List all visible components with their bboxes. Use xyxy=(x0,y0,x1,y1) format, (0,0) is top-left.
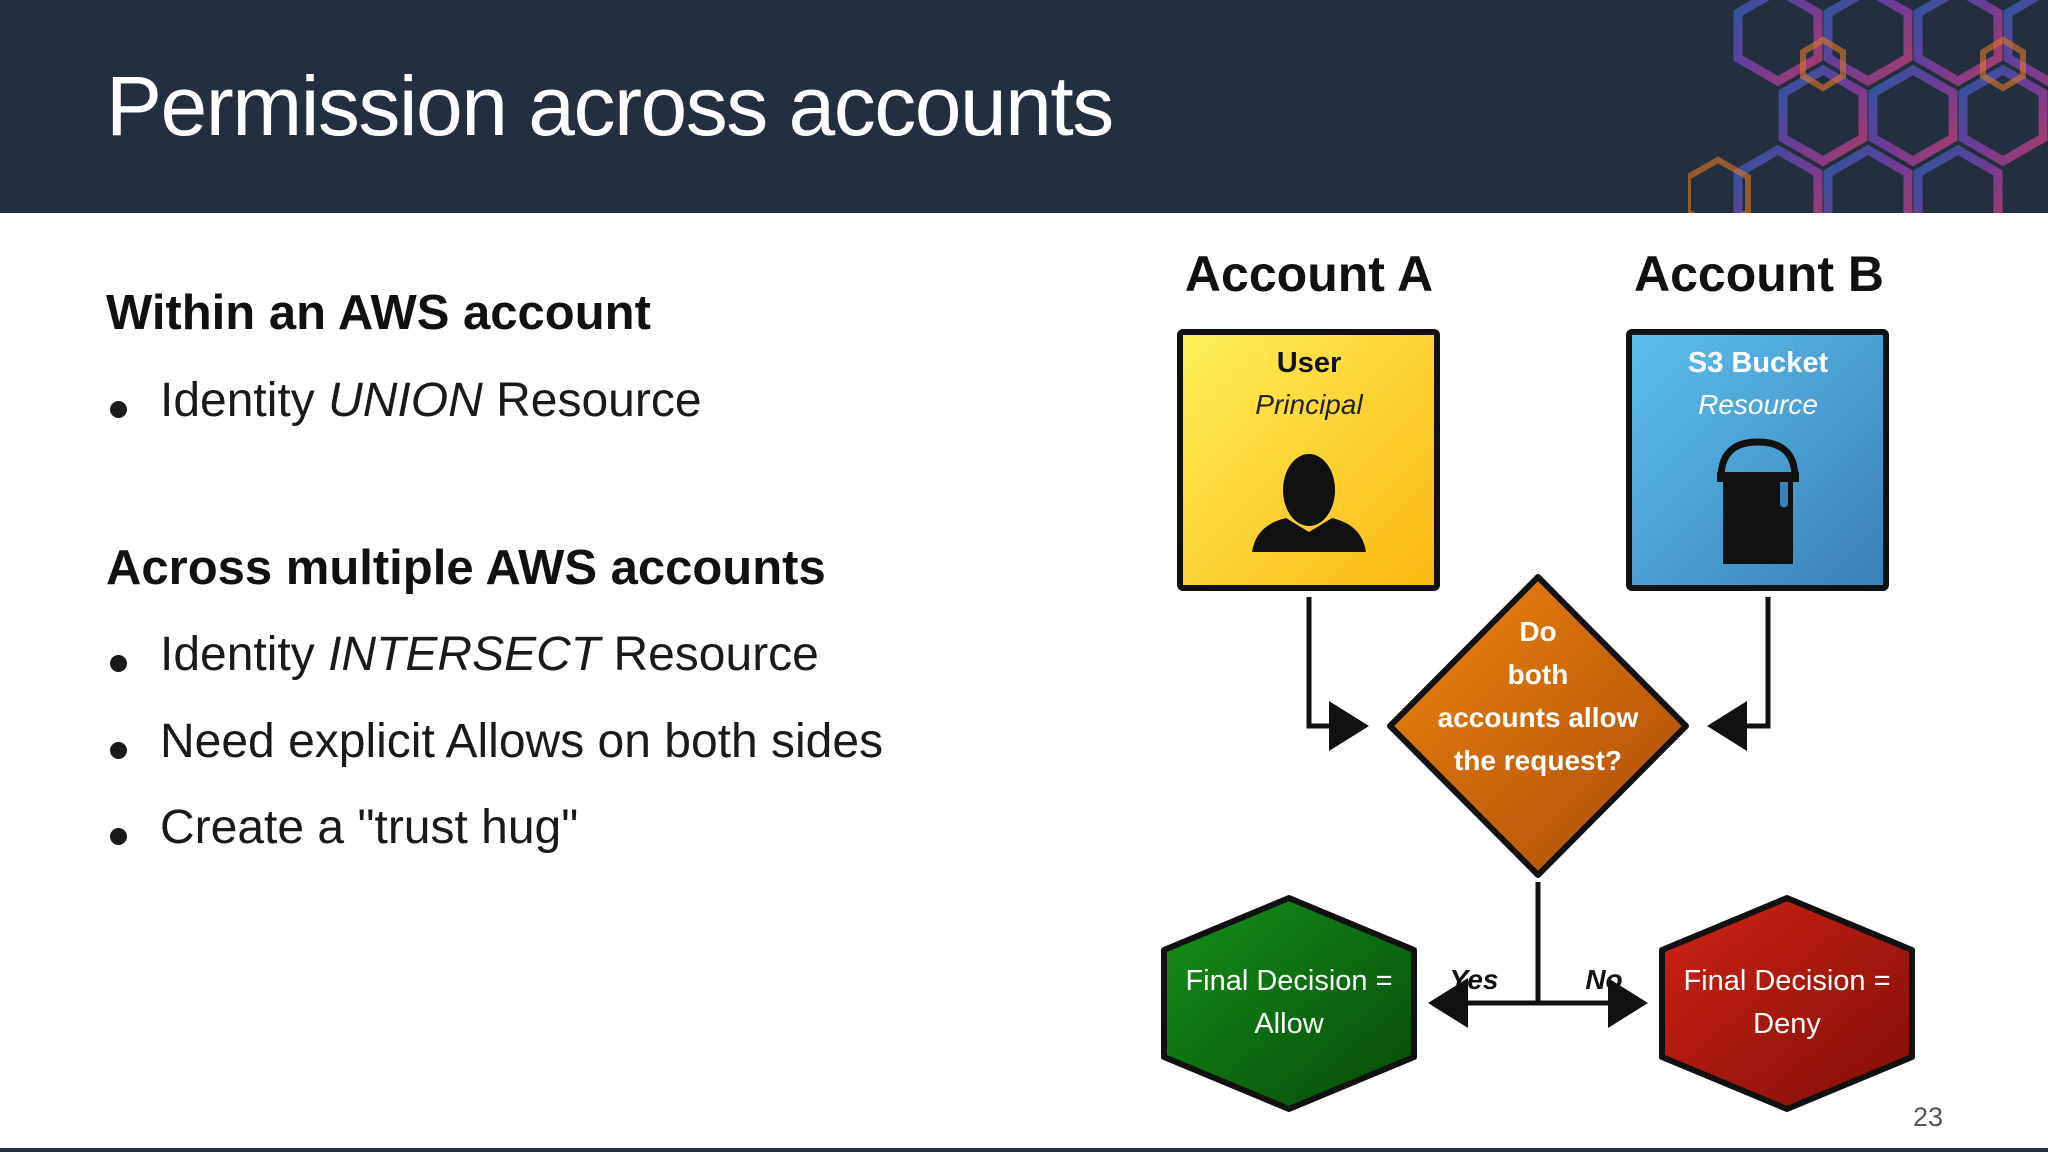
slide-title: Permission across accounts xyxy=(106,59,1114,153)
decision-line-3: accounts allow xyxy=(1438,702,1639,733)
deny-line-2: Deny xyxy=(1753,1008,1821,1040)
decision-line-2: both xyxy=(1508,659,1569,690)
slide-header: Permission across accounts xyxy=(0,0,2048,213)
user-silhouette-icon xyxy=(1252,454,1366,552)
no-label: No xyxy=(1585,964,1622,995)
bucket-icon xyxy=(1717,438,1799,564)
allow-line-2: Allow xyxy=(1254,1008,1324,1040)
allow-decision-hexagon: Final Decision = Allow xyxy=(1161,895,1417,1112)
hexagon-pattern-decoration xyxy=(1688,0,2048,213)
deny-line-1: Final Decision = xyxy=(1683,965,1890,997)
section-heading-within-account: Within an AWS account xyxy=(106,286,651,340)
page-number: 23 xyxy=(1912,1102,1943,1132)
bullet-text: Resource xyxy=(482,374,702,427)
account-b-box-title: S3 Bucket xyxy=(1688,347,1829,379)
decision-line-1: Do xyxy=(1519,616,1556,647)
account-a-box-title: User xyxy=(1277,347,1342,379)
allow-line-1: Final Decision = xyxy=(1185,965,1392,997)
account-b-title: Account B xyxy=(1634,246,1884,302)
deny-decision-hexagon: Final Decision = Deny xyxy=(1659,895,1915,1112)
bullet-text: Identity xyxy=(160,628,329,681)
bullet-explicit-allows: Need explicit Allows on both sides xyxy=(109,715,884,768)
bullet-emphasis: UNION xyxy=(328,374,483,427)
yes-label: Yes xyxy=(1450,964,1499,995)
account-a-box-subtitle: Principal xyxy=(1255,389,1363,420)
account-b-box: S3 Bucket Resource xyxy=(1626,329,1889,591)
bullet-emphasis: INTERSECT xyxy=(328,628,601,681)
section-heading-across-accounts: Across multiple AWS accounts xyxy=(106,541,826,595)
account-a-box: User Principal xyxy=(1177,329,1440,591)
connector-lines xyxy=(1306,597,1771,1028)
account-a-title: Account A xyxy=(1184,246,1434,302)
bullet-identity-union: Identity UNION Resource xyxy=(110,373,702,428)
bullet-identity-intersect: Identity INTERSECT Resource xyxy=(110,627,819,682)
decision-line-4: the request? xyxy=(1454,745,1622,776)
bullet-trust-hug: Create a "trust hug" xyxy=(109,801,579,854)
account-b-box-subtitle: Resource xyxy=(1698,389,1818,420)
bullet-text: Identity xyxy=(160,374,329,427)
decision-diamond: Do both accounts allow the request? xyxy=(1387,574,1689,878)
footer-divider xyxy=(0,1148,2048,1152)
bullet-text: Resource xyxy=(600,628,819,681)
